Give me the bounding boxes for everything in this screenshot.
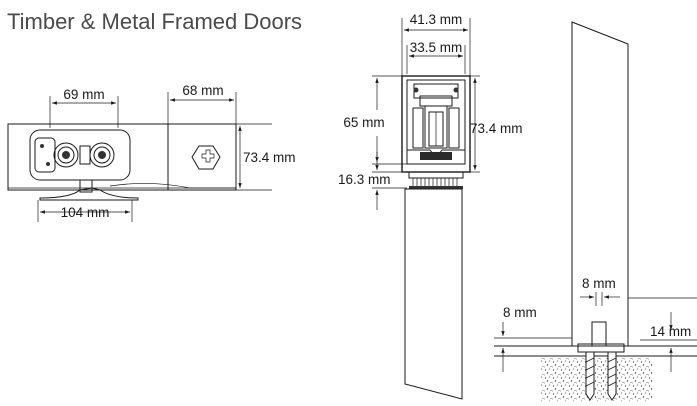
wheel-right (89, 142, 115, 168)
roller-carriage-view: 69 mm 68 mm 73.4 mm 104 mm (7, 83, 296, 222)
dim-33-5: 33.5 mm (410, 40, 463, 55)
dim-14: 14 mm (650, 324, 691, 339)
guide-plate (577, 343, 625, 353)
track-section-view: 41.3 mm 33.5 mm (338, 12, 523, 400)
page-title: Timber & Metal Framed Doors (7, 9, 303, 34)
dim-8-guide: 8 mm (582, 276, 616, 291)
dim-73-4-left: 73.4 mm (243, 150, 296, 165)
dim-65: 65 mm (343, 115, 384, 130)
dim-16-3: 16.3 mm (338, 172, 391, 187)
dim-41-3: 41.3 mm (410, 12, 463, 27)
door-side-panel (571, 21, 629, 347)
dim-73-4-right: 73.4 mm (470, 121, 523, 136)
floor-guide-view: 8 mm 8 mm 14 mm (494, 21, 697, 401)
wheel-left (53, 142, 79, 168)
dim-8-floor: 8 mm (503, 305, 537, 320)
door-panel (404, 188, 463, 400)
guide-pin (591, 321, 607, 347)
dim-69: 69 mm (63, 87, 104, 102)
screw-head (191, 145, 221, 170)
floor-stopper (39, 187, 139, 201)
end-cap (167, 123, 237, 191)
dim-68: 68 mm (182, 83, 223, 98)
dim-104: 104 mm (61, 205, 110, 220)
concrete-floor (541, 358, 653, 401)
